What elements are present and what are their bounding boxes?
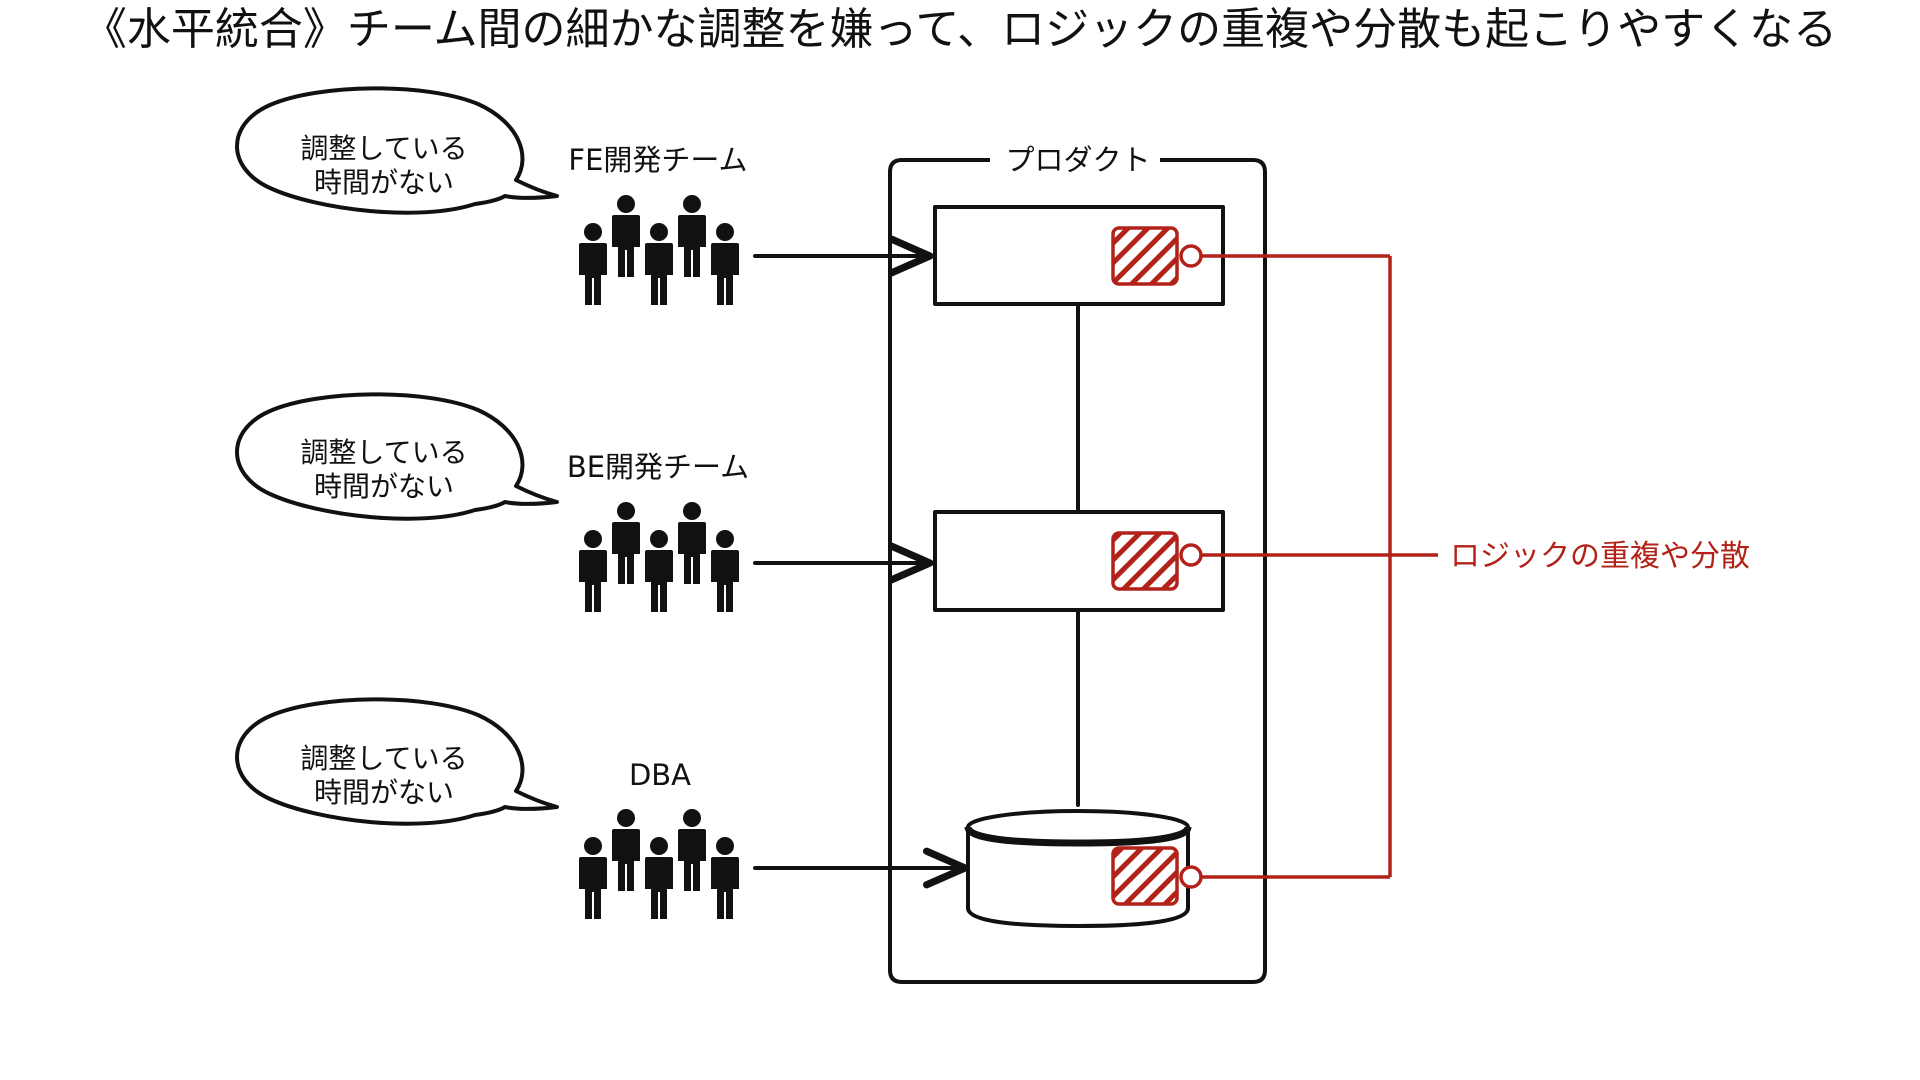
speech-bubble <box>235 697 559 826</box>
product-container <box>888 158 1267 984</box>
people-group-icon <box>579 195 739 305</box>
team-label: FE開発チーム <box>568 143 747 177</box>
people-group-icon <box>579 809 739 919</box>
logic-port-icon <box>1179 865 1203 889</box>
bubble-text-line1: 調整している <box>300 742 467 775</box>
bubble-text-line2: 時間がない <box>314 166 454 199</box>
logic-duplication-label: ロジックの重複や分散 <box>1450 539 1750 574</box>
bubble-text-line1: 調整している <box>300 436 467 469</box>
speech-bubble <box>235 392 559 521</box>
speech-bubble <box>235 86 559 215</box>
people-group-icon <box>579 502 739 612</box>
team-label: DBA <box>629 758 691 792</box>
bubble-text-line2: 時間がない <box>314 470 454 503</box>
bubble-text-line1: 調整している <box>300 132 467 165</box>
team-label: BE開発チーム <box>567 450 749 484</box>
logic-hatched-square-icon <box>1111 846 1179 906</box>
logic-duplication-connector <box>1201 254 1438 879</box>
bubble-text-line2: 時間がない <box>314 776 454 809</box>
page-title: 《水平統合》チーム間の細かな調整を嫌って、ロジックの重複や分散も起こりやすくなる <box>83 4 1837 55</box>
logic-port-icon <box>1179 244 1203 268</box>
team-fe: 調整している 時間がない FE開発チーム <box>235 86 934 305</box>
logic-hatched-square-icon <box>1111 226 1179 286</box>
logic-port-icon <box>1179 543 1203 567</box>
team-be: 調整している 時間がない BE開発チーム <box>235 392 934 612</box>
backend-layer-box <box>933 510 1225 612</box>
team-dba: 調整している 時間がない DBA <box>235 697 969 919</box>
product-label: プロダクト <box>1005 143 1150 177</box>
logic-hatched-square-icon <box>1111 531 1179 591</box>
